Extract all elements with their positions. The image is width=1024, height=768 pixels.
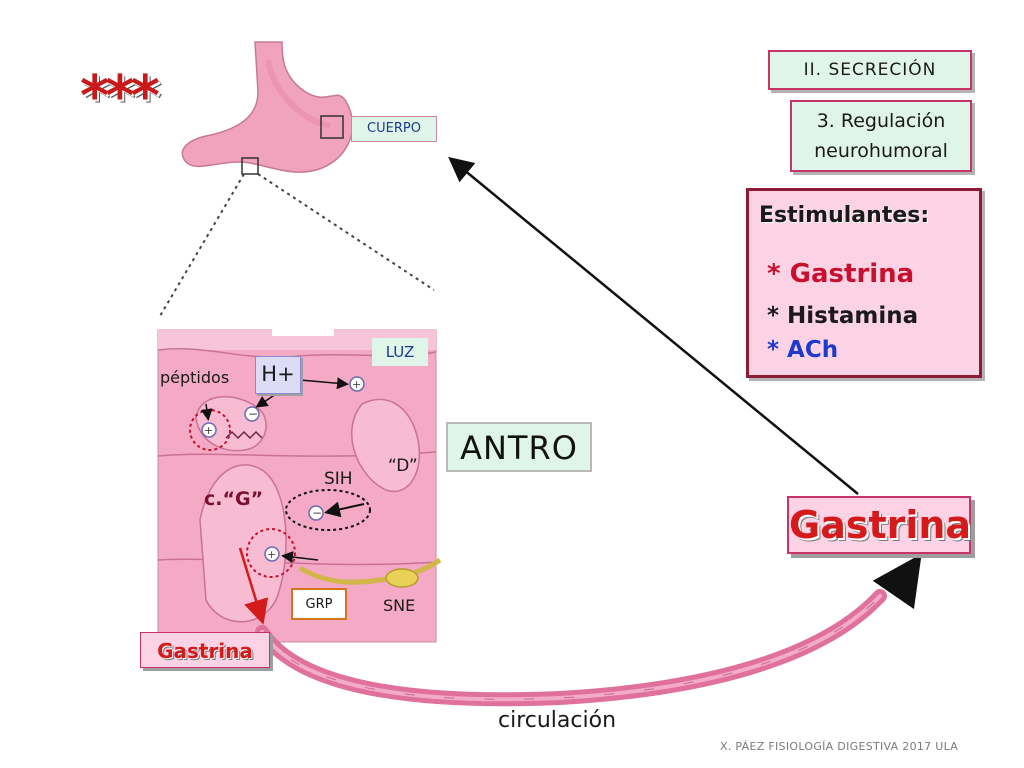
luz-label-box: LUZ [372,338,428,366]
g-cell-label: c.“G” [204,488,264,510]
svg-text:−: − [248,407,258,421]
subsection-line-2: neurohumoral [814,140,948,162]
svg-text:−: − [312,506,322,520]
zoom-line-right [257,173,435,291]
sne-label: SNE [383,596,416,615]
gastrina-small-label: Gastrina [157,639,253,663]
g-cell-body [199,464,287,623]
emphasis-stars: *** [80,64,160,129]
gastrina-big-box: Gastrina [787,496,971,554]
stimulants-box: Estimulantes: * Gastrina * Histamina * A… [746,188,982,378]
d-cell-label: “D” [388,456,418,476]
h-plus-label: H+ [261,362,295,386]
cuerpo-label: CUERPO [367,121,421,136]
grp-label: GRP [305,597,333,612]
h-plus-box: H+ [255,356,301,394]
footer-credit: X. PÁEZ FISIOLOGÍA DIGESTIVA 2017 ULA [720,740,959,753]
gastrin-release-arrow [238,547,269,625]
svg-text:+: + [352,378,361,391]
gastrina-big-label: Gastrina [789,503,972,547]
stomach-illustration [181,41,354,175]
subsection-line-1: 3. Regulación [816,110,946,132]
subsection-title-box: 3. Regulación neurohumoral [790,100,972,172]
highlight-grp-receptor [246,528,296,578]
svg-text:+: + [204,424,213,437]
d-cell-body [351,398,421,493]
highlight-peptide-receptor [189,409,231,451]
stimulant-item: * ACh [767,337,839,363]
peptidos-label: péptidos [160,368,230,387]
stimulant-item: * Gastrina [767,259,915,289]
circulation-to-gastrin-arrow [872,553,922,610]
antro-marker [241,157,259,175]
cuerpo-label-box: CUERPO [351,116,437,142]
section-title-box: II. SECRECIÓN [768,50,972,90]
luz-label: LUZ [385,343,415,361]
gastrina-small-box: Gastrina [140,632,270,668]
antro-label: ANTRO [460,429,578,467]
grp-box: GRP [291,588,347,620]
stimulants-title: Estimulantes: [759,203,930,228]
receptor-minus [244,406,260,422]
svg-text:+: + [267,548,276,561]
receptor-plus [201,422,217,438]
cuerpo-marker [320,115,344,139]
blood-vessel [255,589,887,707]
gastrin-to-body-arrow [448,156,859,495]
circulacion-label: circulación [498,708,617,733]
zoom-line-left [159,173,245,317]
nerve-ganglion [385,568,419,588]
stimulant-item: * Histamina [767,303,919,329]
section-title: II. SECRECIÓN [803,60,937,80]
sih-label: SIH [324,469,353,489]
antro-box: ANTRO [446,422,592,472]
highlight-sih-receptor [285,489,371,531]
